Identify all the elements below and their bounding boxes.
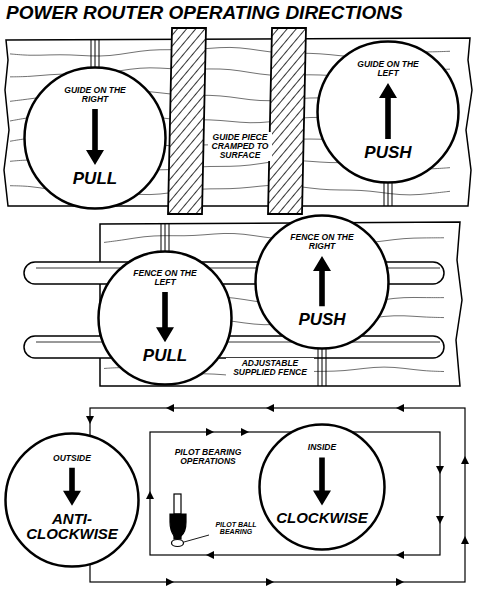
direction-arrow — [86, 109, 104, 165]
direction-circle: GUIDE ON THE RIGHT PULL — [23, 66, 167, 210]
chevron — [461, 456, 469, 464]
circle-outline — [4, 432, 140, 568]
chevron — [166, 578, 174, 586]
circle-border — [260, 425, 385, 550]
guide-note: GUIDE ON THE RIGHT — [59, 86, 131, 104]
circle-border — [99, 252, 232, 385]
direction-arrow — [63, 468, 81, 506]
chevron — [436, 466, 444, 474]
guide-note: FENCE ON THE LEFT — [131, 269, 199, 287]
guide-note: INSIDE — [284, 443, 361, 452]
guide-note: OUTSIDE — [31, 454, 113, 463]
chevron — [436, 516, 444, 524]
chevron — [206, 551, 214, 559]
chevron — [461, 536, 469, 544]
action-word: PULL — [111, 347, 220, 364]
direction-arrow — [379, 83, 397, 139]
leader-line — [184, 535, 209, 542]
direction-circle: FENCE ON THE RIGHT PUSH — [254, 214, 390, 350]
chevron — [166, 404, 174, 412]
chevron — [266, 578, 274, 586]
router-bit — [170, 494, 186, 547]
direction-arrow — [313, 457, 331, 505]
chevron — [86, 416, 94, 424]
callout-label: GUIDE PIECE CRAMPED TO SURFACE — [208, 132, 272, 161]
callout-label: PILOT BALL BEARING — [211, 520, 261, 537]
chevron — [396, 578, 404, 586]
direction-arrow — [86, 404, 469, 586]
direction-circle: INSIDE CLOCKWISE — [258, 423, 386, 551]
action-word: ANTI-CLOCKWISE — [14, 511, 130, 541]
chevron — [241, 428, 249, 436]
outside-path — [90, 408, 465, 582]
circle-border — [318, 42, 459, 183]
chevron — [396, 551, 404, 559]
chevron — [396, 404, 404, 412]
chevron — [266, 404, 274, 412]
guide-note: FENCE ON THE RIGHT — [288, 233, 356, 251]
direction-circle: OUTSIDE ANTI-CLOCKWISE — [4, 432, 140, 568]
circle-outline — [258, 423, 386, 551]
chevron — [146, 491, 154, 499]
circle-border — [6, 434, 139, 567]
direction-arrow — [156, 292, 174, 342]
action-word: PULL — [37, 170, 152, 187]
guide-piece — [168, 28, 206, 214]
callout-label: ADJUSTABLE SUPPLIED FENCE — [226, 358, 314, 378]
guide-piece — [268, 28, 306, 214]
direction-circle: FENCE ON THE LEFT PULL — [97, 250, 233, 386]
action-word: PUSH — [268, 311, 377, 328]
direction-arrow — [313, 256, 331, 306]
callout-label: PILOT BEARING OPERATIONS — [160, 447, 256, 467]
circle-border — [25, 68, 166, 209]
title: POWER ROUTER OPERATING DIRECTIONS — [6, 3, 403, 23]
circle-border — [256, 216, 389, 349]
action-word: CLOCKWISE — [268, 510, 377, 525]
direction-circle: GUIDE ON THE LEFT PUSH — [316, 40, 460, 184]
chevron — [206, 428, 214, 436]
guide-note: GUIDE ON THE LEFT — [352, 60, 424, 78]
action-word: PUSH — [330, 144, 445, 161]
